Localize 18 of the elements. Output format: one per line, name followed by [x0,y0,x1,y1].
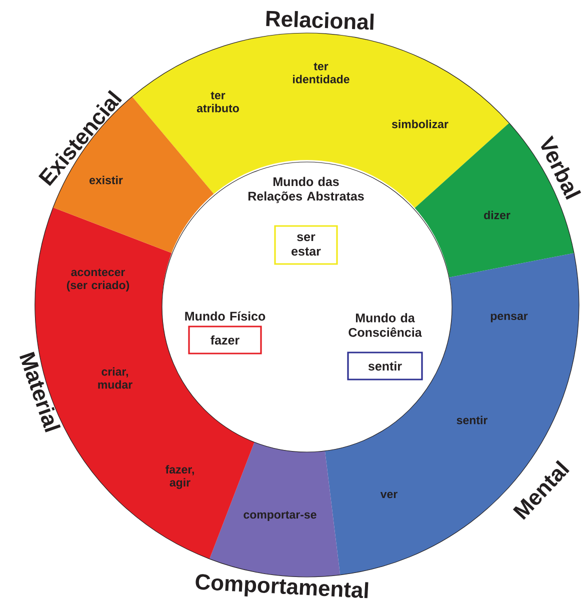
node-label: ver [380,492,398,498]
word-box: fazer [188,326,262,354]
word-box: sentir [347,352,423,380]
node-label: criar, mudar [98,367,132,389]
inner-circle [162,162,452,452]
world-heading: Mundo da Consciência [348,313,422,337]
world-heading: Mundo das Relações Abstratas [248,176,364,204]
node-label: sentir [456,416,488,424]
ring-segment: comportar-se [209,440,340,578]
node-label: pensar [490,314,528,322]
node-label: acontecer (ser criado) [66,268,130,292]
node-label: ter identidade [293,62,350,84]
node-label: simbolizar [392,120,448,128]
segment-label: Relacional [266,10,374,30]
node-label: ter atributo [196,92,239,112]
word-box: ser estar [274,225,338,265]
world-heading: Mundo Físico [185,311,266,321]
node-label: fazer, agir [166,465,194,489]
